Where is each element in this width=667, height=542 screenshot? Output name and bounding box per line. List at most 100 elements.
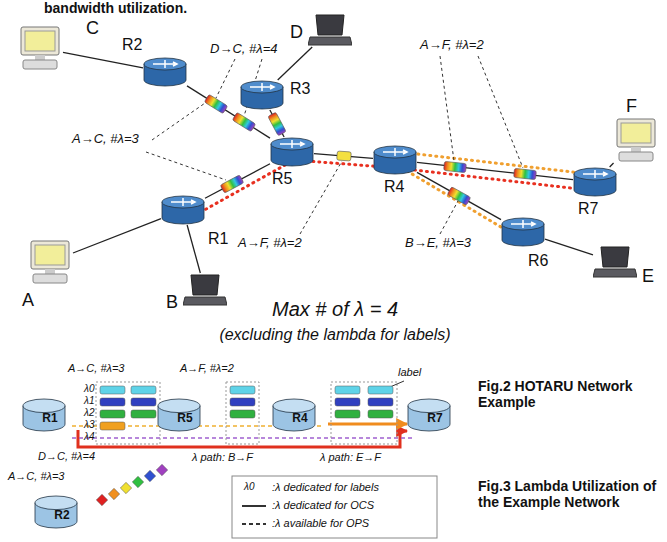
lambda-bar <box>220 175 244 193</box>
node-icon <box>573 167 617 197</box>
ops-lambda-row <box>72 437 413 439</box>
node-icon <box>17 25 63 71</box>
laptop-screen <box>191 275 219 295</box>
router-top <box>162 196 204 208</box>
path-label: λ path: B→F <box>190 451 255 464</box>
network-link <box>417 162 573 179</box>
host-label: C <box>86 18 99 39</box>
legend-text: :λ dedicated for labels <box>272 481 379 494</box>
keyboard <box>23 60 57 69</box>
router: R1 <box>22 398 78 432</box>
router-top <box>408 399 450 413</box>
node-icon <box>593 245 637 279</box>
lambda-label: λ1 <box>84 395 94 407</box>
stand <box>35 55 45 60</box>
stand <box>631 147 641 152</box>
router-label: R3 <box>290 80 310 98</box>
node-icon <box>183 273 227 307</box>
flow-callout: B→E, #λ=3 <box>405 236 471 251</box>
laptop-base <box>308 37 352 45</box>
host-label: A <box>22 290 34 311</box>
leader-line <box>440 56 454 161</box>
laptop-base <box>183 297 227 305</box>
lambda-cell <box>230 386 255 394</box>
router-top <box>158 399 200 413</box>
desktop-computer: A <box>27 239 73 285</box>
router-label: R5 <box>272 170 292 188</box>
router-arrows <box>153 60 177 68</box>
flow-callout: D→C, #λ=4 <box>210 42 277 57</box>
screen <box>621 123 651 143</box>
legend-box <box>232 476 437 538</box>
leader-line <box>152 101 208 140</box>
note-text: Max # of λ = 4 <box>245 298 425 321</box>
router-arrows <box>383 148 407 156</box>
node-icon <box>161 195 205 225</box>
lambda-cell <box>131 386 156 394</box>
router-arrows <box>583 170 607 178</box>
laptop-screen <box>316 15 344 35</box>
router-top <box>23 399 65 413</box>
lambda-cell <box>100 410 125 418</box>
router-arrows <box>280 140 304 148</box>
screen <box>25 31 55 51</box>
path-label: λ path: E→F <box>318 451 383 464</box>
lambda-diamond <box>132 476 143 487</box>
lambda-cell <box>131 398 156 406</box>
network-link <box>417 172 501 219</box>
router-top <box>374 146 416 158</box>
lambda-diamond <box>156 464 167 475</box>
router-label: R2 <box>122 36 142 54</box>
leader-line <box>146 152 226 180</box>
lambda-path-dots <box>400 152 590 174</box>
router-label: R7 <box>578 200 598 218</box>
network-link <box>73 219 161 253</box>
lambda-bar <box>447 187 471 206</box>
network-link <box>610 163 614 167</box>
lambda-label: λ3 <box>84 419 94 431</box>
router-top <box>271 138 313 150</box>
lambda-label: λ0 <box>244 481 254 493</box>
router-label: R2 <box>34 509 90 523</box>
router-label: R6 <box>528 252 548 270</box>
router-label: R7 <box>407 412 463 426</box>
figure-caption: Fig.3 Lambda Utilization of the Example … <box>478 478 663 510</box>
leader-line <box>300 161 342 234</box>
router-arrows <box>511 220 535 228</box>
lambda-cell <box>100 398 125 406</box>
network-link <box>63 52 143 67</box>
router-top <box>273 399 315 413</box>
lambda-cell <box>368 386 393 394</box>
lambda-path-arrow <box>328 423 407 426</box>
router-label: R4 <box>272 412 328 426</box>
note-text: (excluding the lambda for labels) <box>185 326 485 344</box>
lambda-diamond <box>108 488 119 499</box>
lambda-label: λ0 <box>84 383 94 395</box>
router-arrows <box>250 83 274 91</box>
lambda-cell <box>230 410 255 418</box>
router-arrows <box>171 198 195 206</box>
flow-callout: A→C, #λ=3 <box>72 132 139 147</box>
legend-dashed-sample <box>242 523 266 525</box>
flow-callout: A→C, #λ=3 <box>68 362 124 375</box>
stand <box>45 269 55 274</box>
flow-callout: A→F, #λ=2 <box>420 38 484 53</box>
monitor <box>617 119 655 147</box>
router-label: R4 <box>384 178 404 196</box>
node-icon <box>240 80 284 110</box>
laptop-computer: D <box>308 13 352 47</box>
flow-callout: A→F, #λ=2 <box>238 236 302 251</box>
link-box <box>96 382 160 444</box>
router: R6 <box>501 217 545 247</box>
lambda-label: λ2 <box>84 407 94 419</box>
figure-caption: Fig.2 HOTARU Network Example <box>478 378 663 410</box>
lambda-bar <box>232 112 255 131</box>
flow-callout: D→C, #λ=4 <box>38 450 95 463</box>
keyboard <box>619 152 653 161</box>
keyboard <box>33 274 67 283</box>
flow-callout: label <box>398 366 421 379</box>
lambda-bar <box>514 168 537 179</box>
laptop-screen <box>601 247 629 267</box>
router: R5 <box>157 398 213 432</box>
node-icon <box>270 137 314 167</box>
